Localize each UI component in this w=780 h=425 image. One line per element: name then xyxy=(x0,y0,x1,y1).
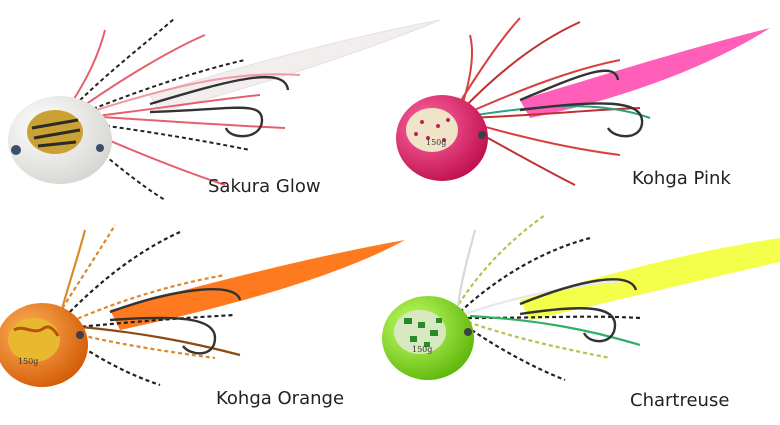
lure-kohga-pink: 150g xyxy=(396,17,770,186)
eye xyxy=(464,328,472,336)
hook xyxy=(109,288,242,314)
tail xyxy=(149,19,441,113)
weight-label: 150g xyxy=(412,345,432,354)
hook xyxy=(149,75,290,106)
hook xyxy=(519,278,638,306)
tail xyxy=(520,238,780,320)
eye xyxy=(96,144,104,152)
eye xyxy=(478,131,486,139)
lure-kohga-orange: 150g xyxy=(0,224,405,387)
weight-label: 150g xyxy=(18,357,38,366)
hook xyxy=(519,69,620,102)
hook xyxy=(109,316,217,355)
hook xyxy=(149,106,264,138)
product-name-kohga-orange: Kohga Orange xyxy=(216,388,345,409)
product-name-kohga-pink: Kohga Pink xyxy=(632,168,731,189)
lure-sakura-glow xyxy=(8,17,441,201)
jig-head-sticker xyxy=(8,318,60,362)
tail xyxy=(110,240,405,330)
skirt xyxy=(54,224,241,387)
weight-label: 150g xyxy=(426,138,446,147)
hook xyxy=(519,102,644,138)
product-name-sakura-glow: Sakura Glow xyxy=(208,176,321,197)
eye xyxy=(76,331,84,339)
eye xyxy=(11,145,21,155)
skirt xyxy=(454,214,641,382)
product-name-chartreuse: Chartreuse xyxy=(630,390,730,411)
tail xyxy=(520,28,770,118)
skirt xyxy=(69,17,301,201)
hook xyxy=(519,307,617,343)
lure-chartreuse: 150g xyxy=(382,214,780,382)
